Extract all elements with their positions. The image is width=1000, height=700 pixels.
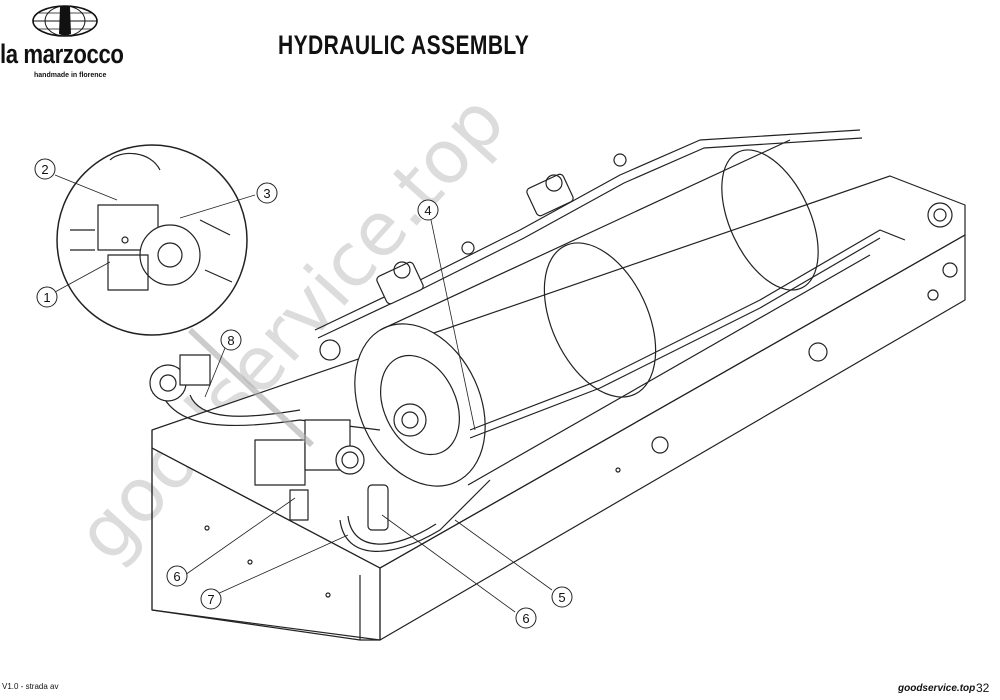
callout-3: 3 — [256, 182, 278, 204]
callout-5: 5 — [551, 586, 573, 608]
svg-text:4: 4 — [424, 203, 431, 218]
callout-6b: 6 — [515, 607, 537, 629]
callout-7: 7 — [200, 588, 222, 610]
brand-logo: la marzocco handmade in florence — [0, 2, 135, 82]
svg-text:7: 7 — [207, 592, 214, 607]
callout-1: 1 — [36, 286, 58, 308]
globe-lion-icon — [32, 5, 98, 37]
svg-text:8: 8 — [227, 333, 234, 348]
valve-blocks — [149, 354, 389, 531]
callout-4: 4 — [417, 199, 439, 221]
svg-text:6: 6 — [173, 569, 180, 584]
svg-text:6: 6 — [522, 611, 529, 626]
callout-8: 8 — [220, 329, 242, 351]
brand-name: la marzocco — [0, 39, 124, 69]
boiler-tank — [354, 139, 871, 487]
leader-lines — [54, 174, 553, 613]
version-label: V1.0 - strada av — [2, 682, 59, 691]
svg-text:1: 1 — [43, 290, 50, 305]
callout-6a: 6 — [166, 565, 188, 587]
callout-2: 2 — [34, 158, 56, 180]
flowmeter-sensors — [319, 153, 627, 361]
page-number: 32 — [976, 681, 990, 695]
svg-text:2: 2 — [41, 162, 48, 177]
page-title: HYDRAULIC ASSEMBLY — [278, 30, 530, 60]
svg-text:5: 5 — [558, 590, 565, 605]
site-label: goodservice.top — [898, 683, 976, 694]
svg-text:3: 3 — [263, 186, 270, 201]
brand-tagline: handmade in florence — [34, 72, 107, 79]
detail-view — [56, 144, 315, 448]
callouts: 1 2 3 4 5 6 6 7 8 — [34, 158, 573, 629]
